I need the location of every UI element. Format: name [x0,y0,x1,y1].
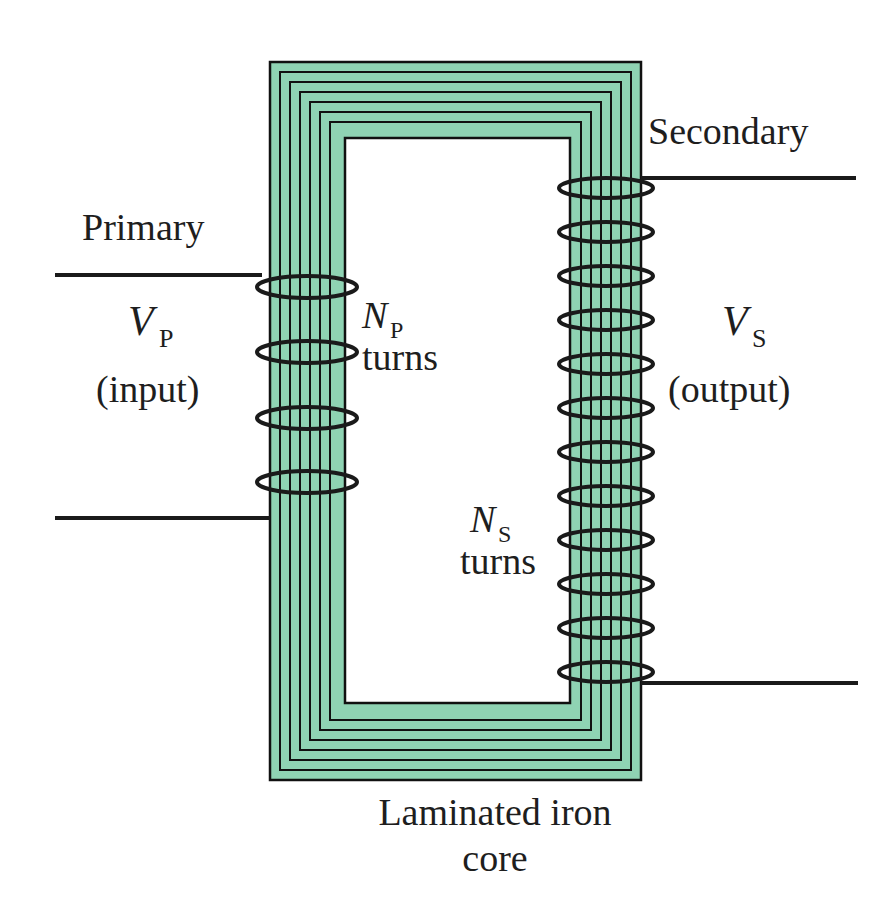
voltage-symbol: V [722,300,748,342]
note-label: turns [362,338,438,376]
turns-symbol: N [362,296,387,334]
core-label: Laminated iron core [350,790,640,881]
subscript: S [752,326,766,352]
part-label: Primary [82,208,204,246]
note-label: (output) [668,370,790,408]
note-label: turns [460,542,536,580]
laminated-core [270,62,641,780]
part-label: Secondary [648,112,808,150]
subscript: P [159,326,173,352]
primary-winding [55,275,357,518]
turns-symbol: N [470,500,495,538]
note-label: (input) [96,370,199,408]
voltage-symbol: V [128,300,154,342]
secondary-winding [559,178,858,683]
